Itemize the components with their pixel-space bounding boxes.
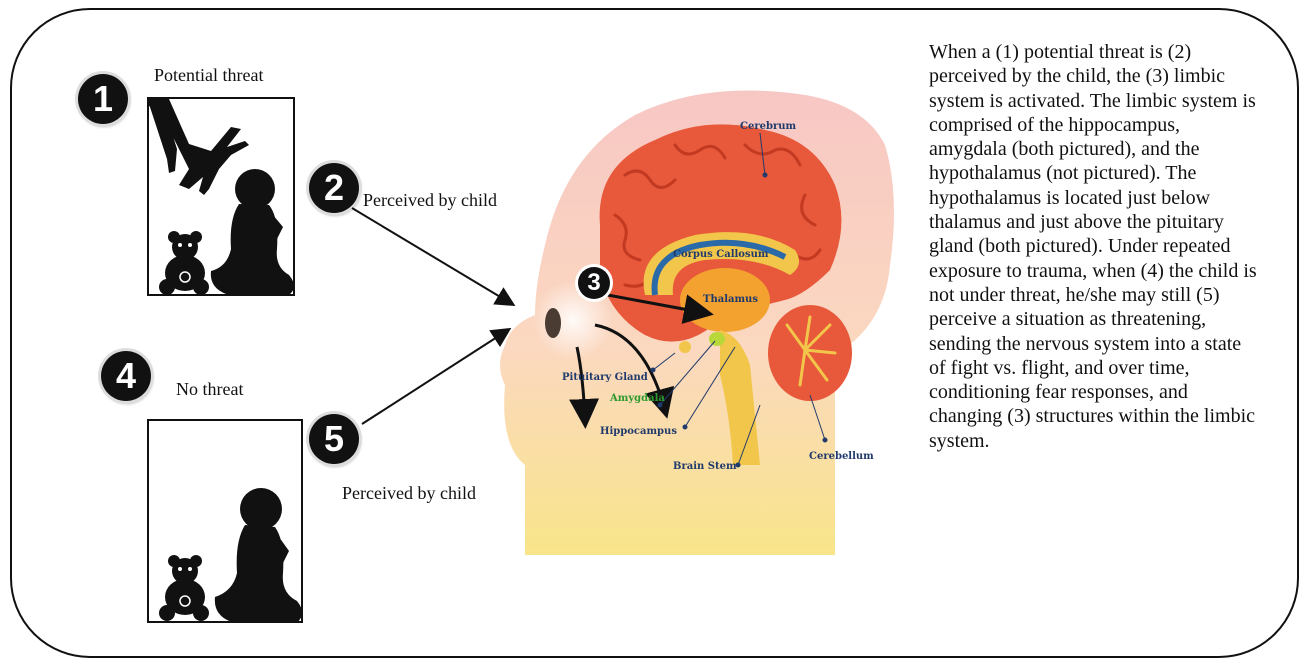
corpus-callosum-label: Corpus Callosum (673, 249, 769, 260)
no-threat-scene-box (147, 419, 303, 623)
step-4-badge: 4 (101, 351, 151, 401)
no-threat-label: No threat (176, 379, 243, 400)
brain-illustration: Cerebrum Corpus Callosum Thalamus Pituit… (505, 85, 905, 555)
amygdala-label: Amygdala (609, 393, 665, 404)
cerebrum-label: Cerebrum (740, 121, 796, 132)
child-silhouette-threat (149, 99, 295, 296)
step-1-badge: 1 (78, 74, 128, 124)
hippocampus-label: Hippocampus (600, 426, 677, 437)
threat-scene-box (147, 97, 295, 296)
cerebellum-label: Cerebellum (809, 451, 874, 462)
description-text: When a (1) potential threat is (2) perce… (929, 40, 1259, 453)
perceived-bottom-label: Perceived by child (342, 483, 476, 504)
child-silhouette-safe (149, 421, 303, 623)
step-3-badge: 3 (578, 267, 610, 299)
brain-stem-label: Brain Stem (673, 461, 737, 472)
pituitary-gland-label: Pituitary Gland (562, 372, 648, 383)
step-2-badge: 2 (309, 163, 359, 213)
thalamus-label: Thalamus (703, 294, 758, 305)
potential-threat-label: Potential threat (154, 65, 263, 86)
step-5-badge: 5 (309, 414, 359, 464)
perceived-top-label: Perceived by child (363, 190, 497, 211)
